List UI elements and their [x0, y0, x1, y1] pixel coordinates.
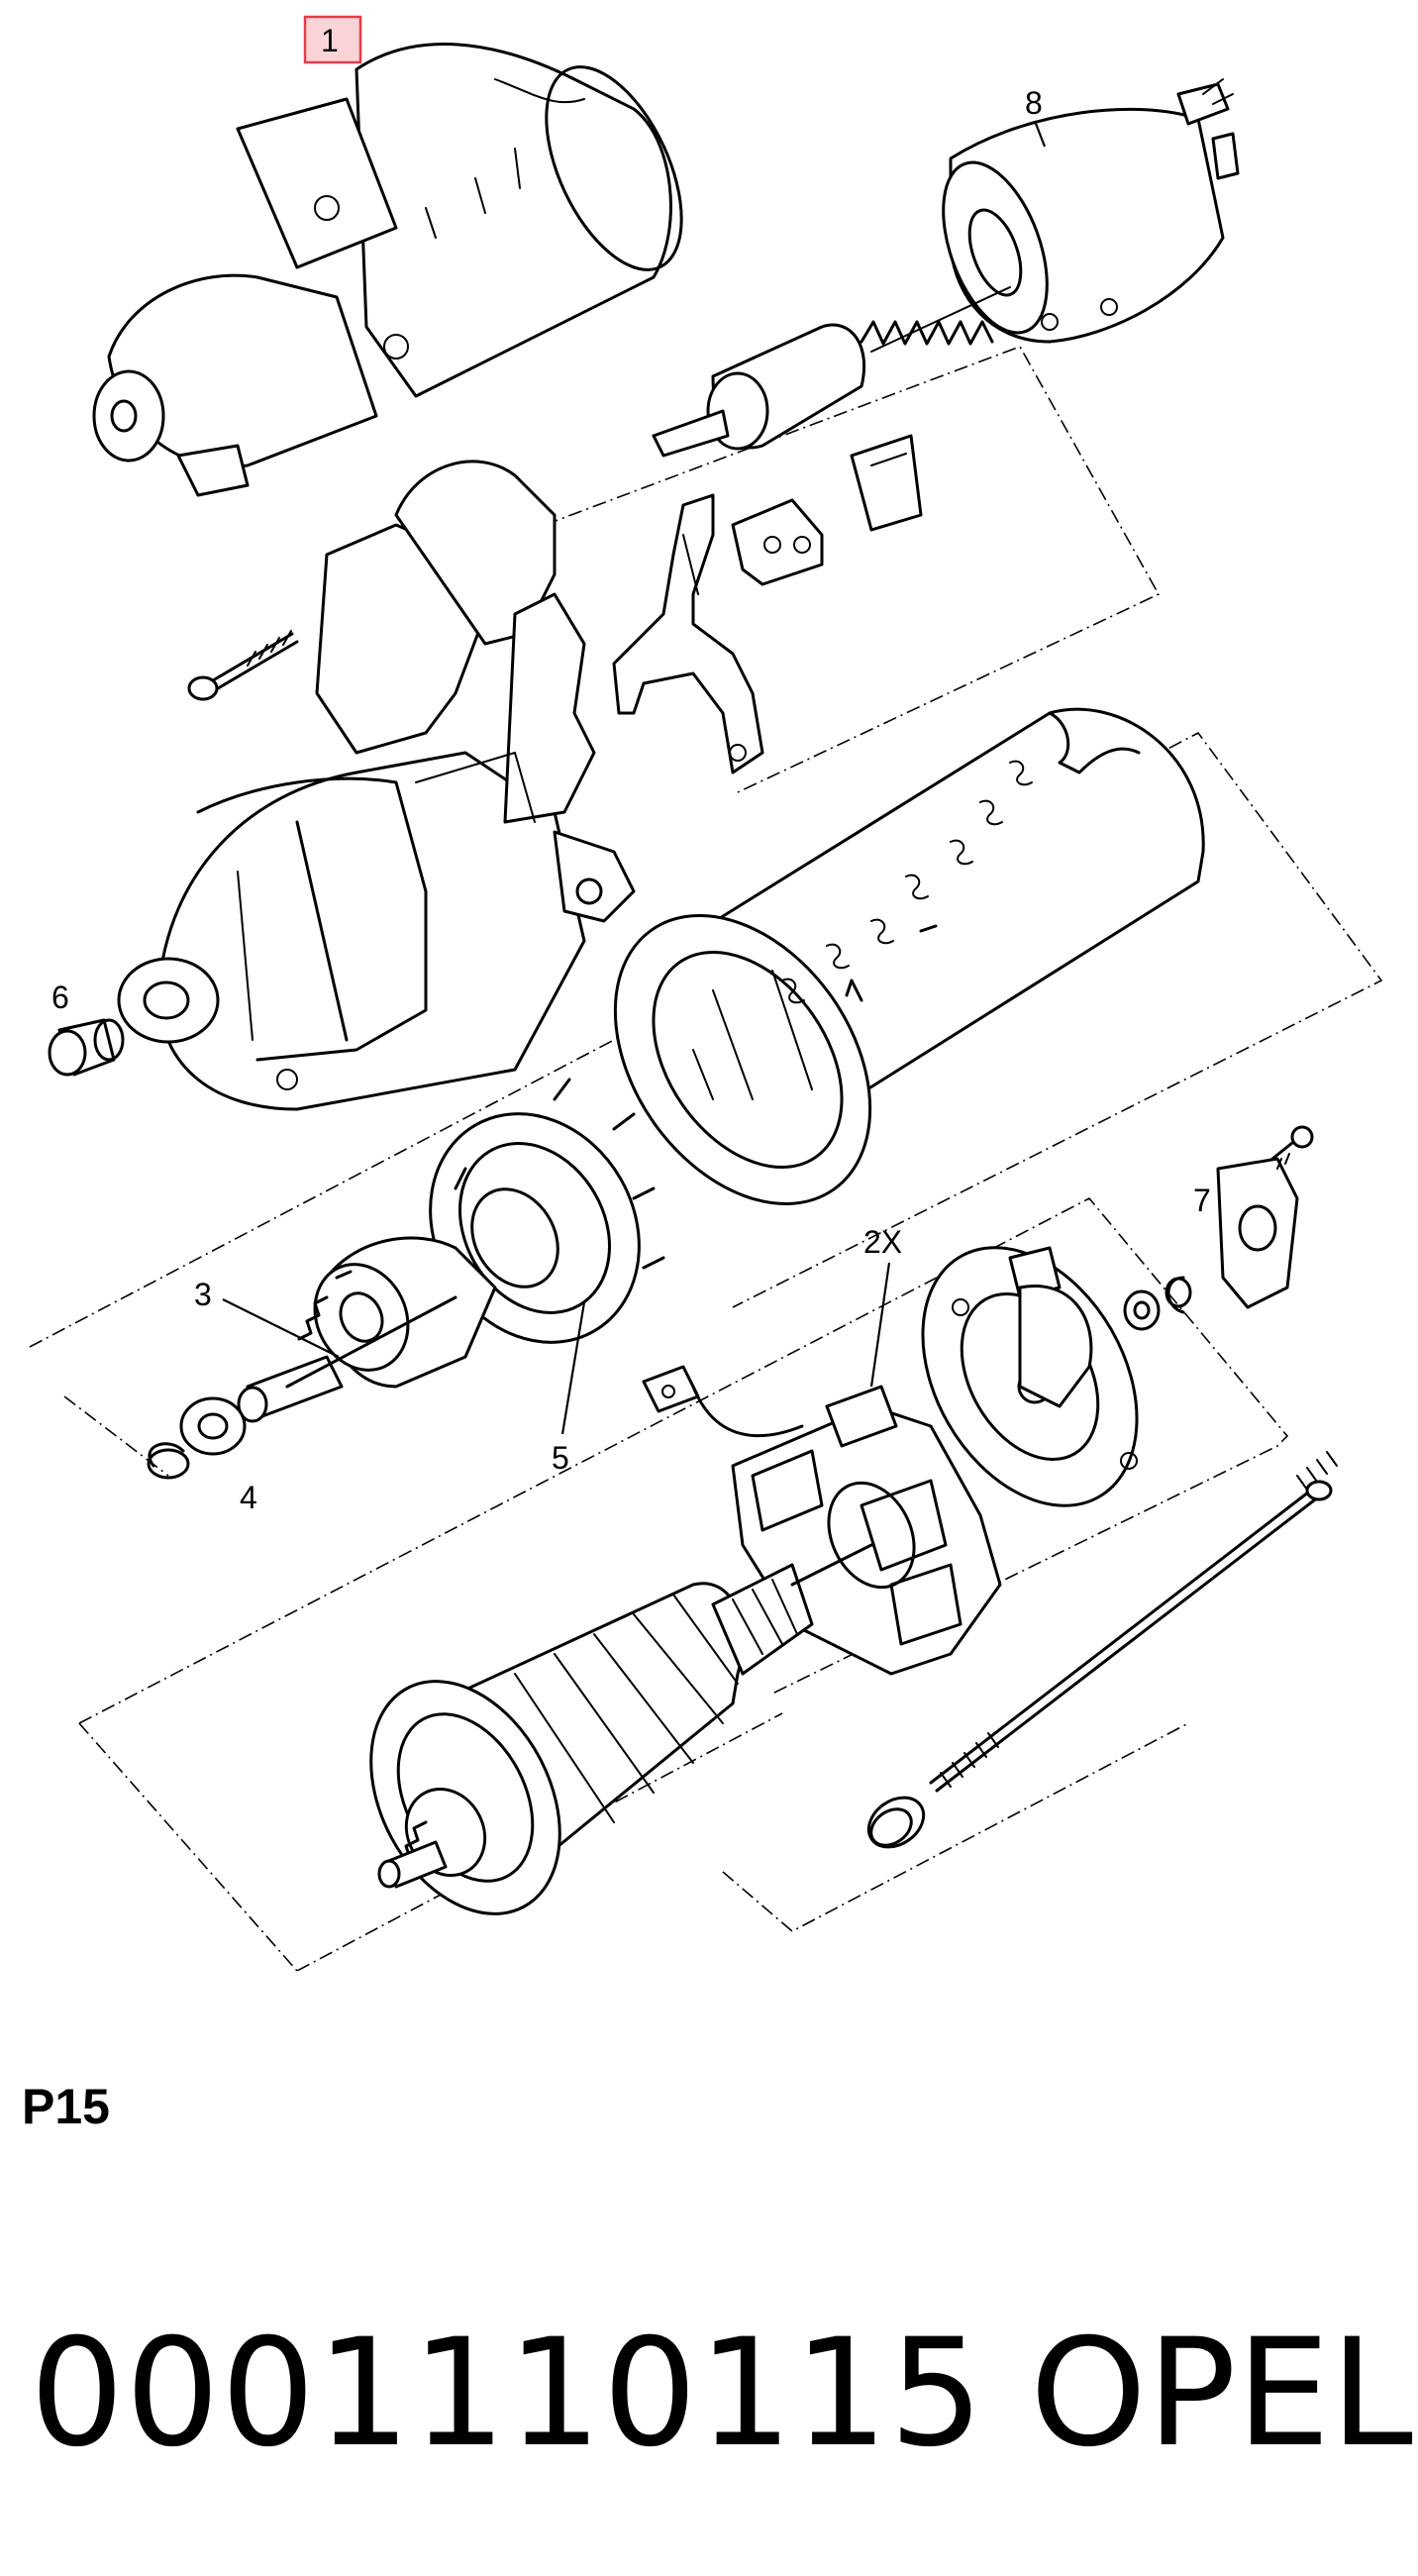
stop-ring-and-circlip: [147, 1355, 344, 1480]
solenoid-plunger: [652, 323, 866, 458]
solenoid-switch: [942, 78, 1240, 344]
drive-shaft: [285, 1295, 457, 1389]
washer-and-clip: [1123, 1276, 1192, 1331]
part-number: 0001110115: [30, 2308, 985, 2480]
complete-starter-thumbnail: [92, 43, 683, 497]
callout-3: 3: [194, 1277, 212, 1312]
drive-end-housing: [117, 460, 636, 1111]
armature: [369, 1543, 873, 1915]
callout-7: 7: [1193, 1183, 1211, 1218]
plate-label: P15: [22, 2079, 110, 2134]
mounting-screw: [187, 630, 299, 701]
part-1-highlight-box: [303, 15, 362, 64]
engaging-lever: [612, 493, 764, 774]
cover-plate: [1216, 1125, 1314, 1309]
pole-housing: [613, 707, 1205, 1205]
contact-plates: [731, 434, 923, 586]
callout-8: 8: [1025, 85, 1043, 121]
callout-5: 5: [552, 1440, 569, 1476]
through-bolt: [866, 1451, 1338, 1849]
commutator-end-shield: [921, 1246, 1139, 1507]
brand-name: OPEL: [1030, 2308, 1413, 2480]
assembly-guide-lines: [29, 346, 1383, 1971]
callout-1: 1: [321, 23, 339, 58]
callout-4: 4: [240, 1480, 257, 1515]
return-spring: [860, 286, 1011, 353]
exploded-starter-diagram: 1 8: [29, 15, 1383, 1971]
callout-2: 2X: [863, 1224, 902, 1260]
callout-6: 6: [51, 979, 69, 1015]
pinion-clutch: [297, 1236, 497, 1389]
bushing: [48, 1018, 125, 1077]
